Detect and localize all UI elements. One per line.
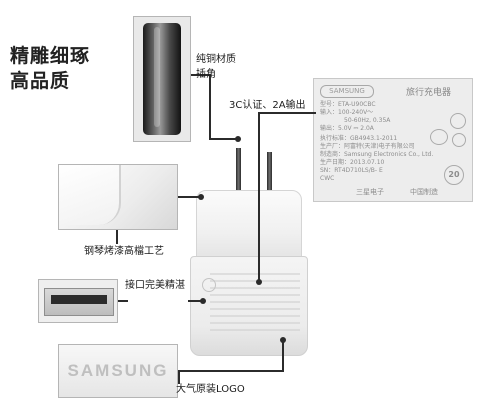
callout-line-cert [258,112,316,114]
usb-port-tongue [51,295,107,304]
certification-badge-icon [450,113,466,129]
charger-upper-body [196,190,302,262]
headline: 精雕细琢 高品质 [10,44,100,94]
copper-pin-image [143,23,181,135]
pin-highlight [154,27,160,127]
energy-level-icon [452,133,466,147]
callout-line-cert-vertical [258,112,260,282]
charger-engraving [210,268,300,348]
label-footer-right: 中国制造 [410,188,438,196]
recycle-period-badge: 20 [444,165,464,185]
label-plate-inset: SAMSUNG 旅行充电器 型号：ETA-U90CBC 输入：100-240V～… [313,78,473,202]
label-line: CWC [320,175,335,182]
callout-line-finish [116,230,118,244]
label-line: 执行标准：GB4943.1-2011 [320,135,398,142]
charger-prong-right [267,152,272,198]
pin-closeup-inset [133,16,191,142]
label-title: 旅行充电器 [406,88,452,98]
charger-lower-body [190,256,308,356]
ccc-mark-icon [430,129,448,145]
label-line: 生产厂：阿富特(天津)电子有限公司 [320,143,415,150]
callout-dot-pin [235,136,241,142]
charger-prong-left [236,148,241,194]
charger-stamp-icon [202,278,216,292]
callout-line-pin-vertical [209,74,211,140]
callout-line-logo [178,370,180,384]
callout-dot-cert [256,279,262,285]
callout-finish: 钢琴烤漆高檔工艺 [84,246,164,257]
label-line: 生产日期：2013.07.10 [320,159,385,166]
callout-line-port-right [188,300,202,302]
label-line: SN：RT4D710LS/B- E [320,167,383,174]
callout-pin: 纯铜材质 插角 [196,52,236,82]
callout-port: 接口完美精湛 [125,280,185,291]
callout-pin-line-1: 纯铜材质 [196,54,236,65]
callout-dot-logo [280,337,286,343]
label-line: 型号：ETA-U90CBC [320,101,376,108]
callout-pin-line-2: 插角 [196,69,216,80]
samsung-logo: SAMSUNG [67,361,169,380]
logo-closeup-inset: SAMSUNG [58,344,178,398]
callout-line-logo-horizontal [180,370,284,372]
label-line: 输出：5.0V ⎓ 2.0A [320,125,374,132]
label-line: 输入：100-240V～ [320,109,374,116]
callout-line-finish-horizontal [178,196,200,198]
label-footer-left: 三星电子 [356,188,384,196]
callout-dot-finish [198,194,204,200]
callout-line-pin [191,74,211,76]
label-line: 制造商：Samsung Electronics Co., Ltd. [320,151,434,158]
callout-dot-port [200,298,206,304]
finish-closeup-inset [58,164,178,230]
headline-line-2: 高品质 [10,70,71,92]
callout-logo: 大气原装LOGO [176,384,245,395]
label-line: 50-60Hz, 0.35A [344,117,391,124]
port-closeup-inset [38,279,118,323]
callout-cert: 3C认证、2A输出 [229,100,306,111]
label-brand: SAMSUNG [320,85,374,98]
headline-line-1: 精雕细琢 [10,45,91,67]
callout-line-logo-vertical [282,340,284,372]
usb-port-image [44,288,114,316]
callout-line-port [118,300,128,302]
glossy-corner-image [59,165,121,225]
callout-line-pin-horizontal [209,138,239,140]
